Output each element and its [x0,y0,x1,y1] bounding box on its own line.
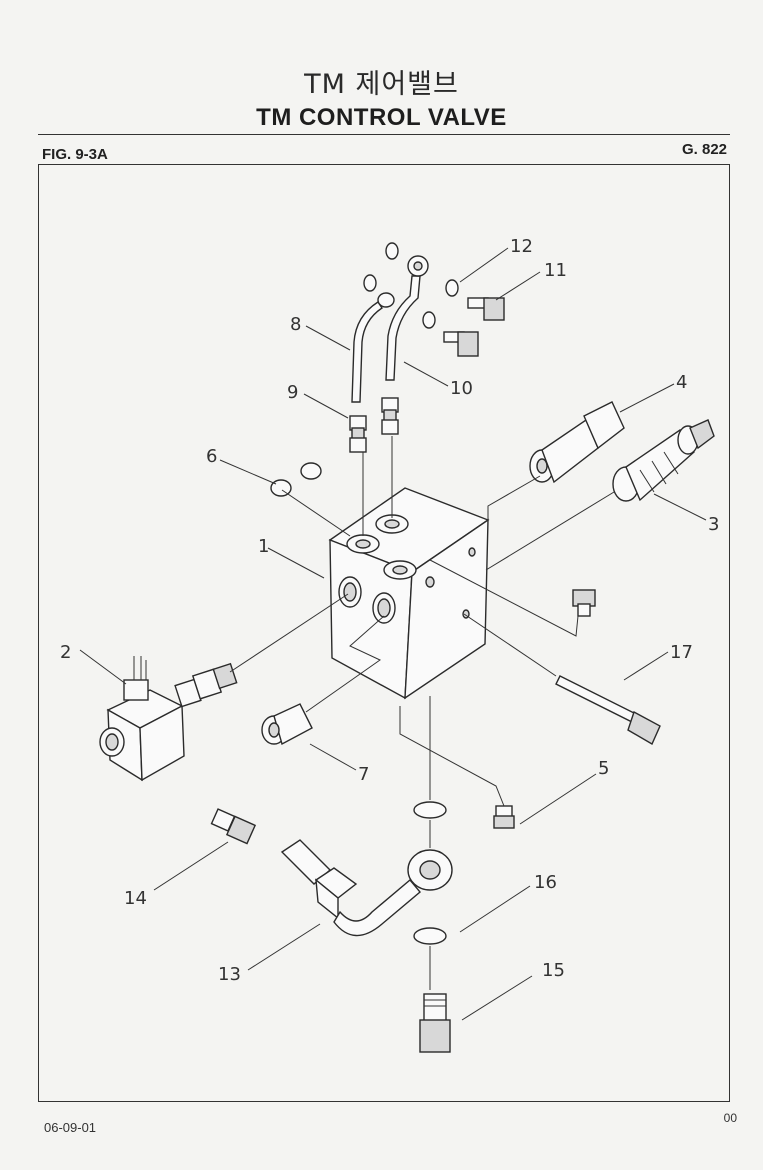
valve-cartridge [529,401,625,484]
fitting-connector [261,703,313,746]
relief-valve [612,419,715,502]
callout-11: 11 [544,260,567,281]
washer-4 [422,311,436,329]
callout-14: 14 [124,888,147,909]
callout-8: 8 [290,314,301,335]
banjo-bolt-lower [443,331,479,357]
callout-7: 7 [358,764,369,785]
callout-12: 12 [510,236,533,257]
bleed-plug-upper [572,589,596,617]
banjo-eye [407,849,453,891]
callout-labels: 1 2 3 4 5 6 7 8 9 10 11 12 13 14 15 16 1… [60,236,719,985]
washer-3 [445,279,459,297]
callout-17: 17 [670,642,693,663]
tube-left [351,292,395,403]
callout-16: 16 [534,872,557,893]
tube-fitting-right [381,397,399,435]
leader-lines [79,247,707,1021]
o-ring-right [300,462,322,480]
banjo-bolt-bottom [419,993,451,1053]
footer-revision: 00 [723,1111,737,1125]
callout-9: 9 [287,382,298,403]
long-bolt [555,675,661,745]
page-title-korean: TM 제어밸브 [304,69,459,100]
figure-label: FIG. 9-3A [42,146,108,163]
footer-date: 06-09-01 [44,1120,97,1135]
callout-4: 4 [676,372,687,393]
title-rule [38,134,730,135]
washer-lower [413,927,447,945]
washer-2 [363,274,377,292]
washer-upper [413,801,447,819]
tube-right [385,255,429,381]
straight-fitting [210,808,257,845]
callout-5: 5 [598,758,609,779]
callout-6: 6 [206,446,217,467]
valve-block [328,487,490,700]
bleed-plug-lower [493,805,515,829]
page-title-english: TM CONTROL VALVE [256,104,507,131]
callout-10: 10 [450,378,473,399]
diagram-frame [38,164,730,1102]
pipe-assembly [280,839,421,937]
washer-1 [385,242,399,260]
group-label: G. 822 [681,141,727,158]
callout-15: 15 [542,960,565,981]
banjo-bolt-upper [467,297,505,321]
callout-2: 2 [60,642,71,663]
solenoid-coil [99,656,238,782]
tube-fitting-left [349,415,367,453]
assembly-lines [229,436,615,990]
callout-13: 13 [218,964,241,985]
callout-3: 3 [708,514,719,535]
callout-1: 1 [258,536,269,557]
